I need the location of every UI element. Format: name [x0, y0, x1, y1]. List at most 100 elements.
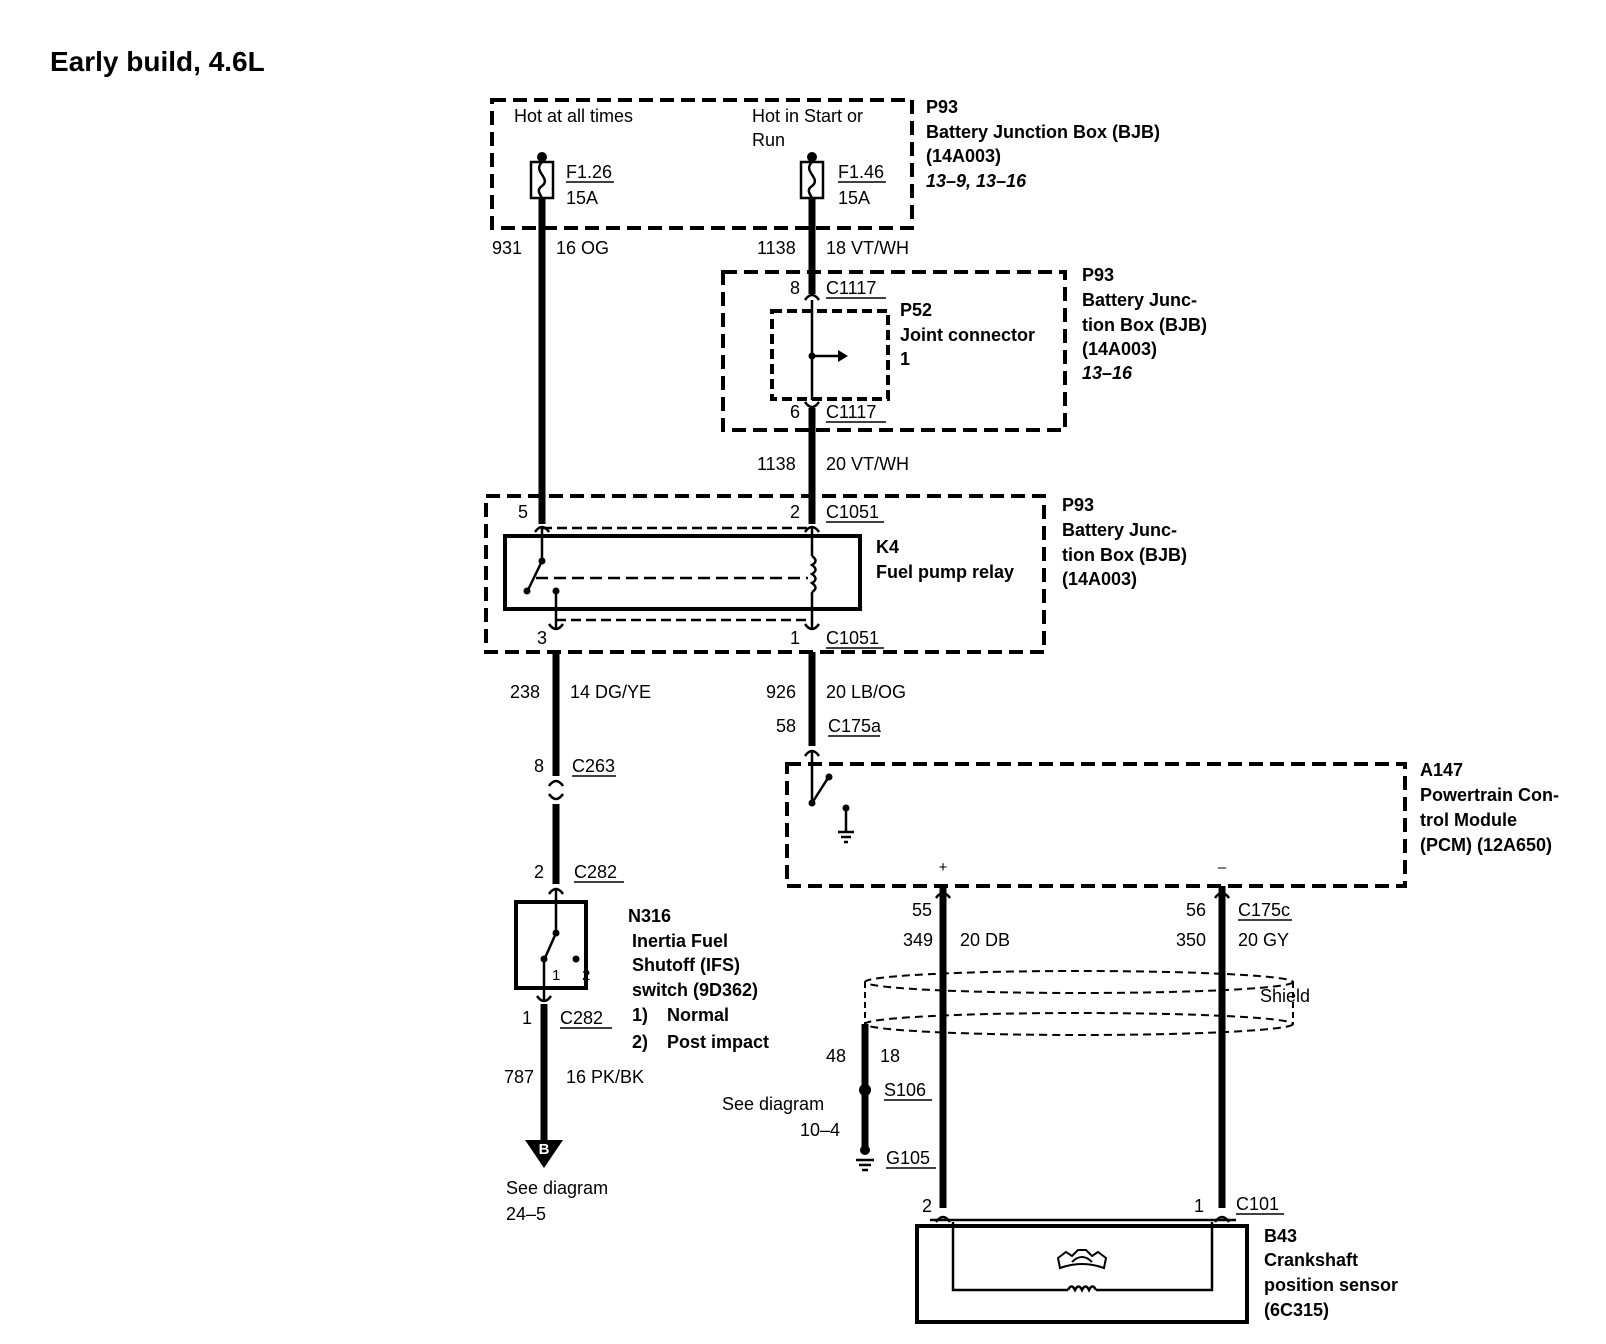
bjb-top-box [490, 98, 914, 230]
fuse-f126-icon [529, 152, 555, 200]
ifs-pos-1: 1 [552, 967, 560, 984]
pcm-c175a-connector-icon [803, 749, 821, 757]
bjb-mid-name-1: Battery Junc- [1082, 290, 1197, 310]
ifs-pin-top: 2 [534, 862, 544, 882]
ifs-name-3: switch (9D362) [632, 980, 758, 1000]
hot-in-start-label-1: Hot in Start or [752, 106, 863, 126]
fuel-pump-relay-body [503, 534, 862, 611]
c1117-top-conn: C1117 [826, 278, 876, 298]
relay-pin1-connector-icon [803, 623, 821, 631]
bjb-mid-name-2: tion Box (BJB) [1082, 315, 1207, 335]
ifs-name-1: Inertia Fuel [632, 931, 728, 951]
ifs-pin-bottom: 1 [522, 1008, 532, 1028]
ckp-conn-c101: C101 [1236, 1194, 1279, 1214]
fuse-f126-id: F1.26 [566, 162, 612, 182]
ref-b-letter: B [539, 1141, 550, 1158]
ckp-pin-2: 2 [922, 1196, 932, 1216]
wire-926-number: 926 [766, 682, 796, 702]
wire-1138-upper-spec: 18 VT/WH [826, 238, 909, 258]
ifs-switch-arm-icon [543, 932, 558, 959]
wire-48-number: 48 [826, 1046, 846, 1066]
ref-b-arrow-icon [525, 1140, 563, 1168]
wire-350-number: 350 [1176, 930, 1206, 950]
joint-connector-box [770, 309, 890, 401]
page-title: Early build, 4.6L [50, 46, 265, 77]
ckp-part: (6C315) [1264, 1300, 1329, 1320]
bjb-mid-ref: 13–16 [1082, 363, 1133, 383]
ckp-trigger-wheel-icon [1056, 1249, 1108, 1270]
joint-connector-id: P52 [900, 300, 932, 320]
connector-c1117-top-icon [803, 293, 821, 301]
ground-g105: G105 [886, 1148, 930, 1168]
bjb-mid-box [721, 270, 1067, 432]
pcm-conn-c175c: C175c [1238, 900, 1290, 920]
wire-1138-lower-spec: 20 VT/WH [826, 454, 909, 474]
pcm-conn-c175a: C175a [828, 716, 882, 736]
pcm-ground-icon [838, 804, 854, 844]
bjb-relay-id: P93 [1062, 495, 1094, 515]
ifs-legend-2-n: 2) [632, 1032, 648, 1052]
c263-conn: C263 [572, 756, 615, 776]
fuse-f146-amp: 15A [838, 188, 870, 208]
ckp-coil-icon [1066, 1285, 1098, 1293]
splice-s106-icon [859, 1084, 871, 1096]
wire-931-spec: 16 OG [556, 238, 609, 258]
ifs-bottom-connector-icon [535, 995, 553, 1003]
pcm-minus-label: – [1218, 859, 1227, 876]
fuse-f146-id: F1.46 [838, 162, 884, 182]
ckp-name-1: Crankshaft [1264, 1250, 1358, 1270]
pcm-pin-55: 55 [912, 900, 932, 920]
relay-pin-1: 1 [790, 628, 800, 648]
relay-name: Fuel pump relay [876, 562, 1014, 582]
ifs-switch-body [514, 900, 588, 990]
hot-in-start-label-2: Run [752, 130, 785, 150]
pcm-pin-58: 58 [776, 716, 796, 736]
joint-connector-name: Joint connector [900, 325, 1035, 345]
ifs-top-connector-icon [547, 887, 565, 895]
bjb-mid-part: (14A003) [1082, 339, 1157, 359]
bjb-top-id: P93 [926, 97, 958, 117]
pcm-box [785, 762, 1407, 888]
ref-b-ref: 24–5 [506, 1204, 546, 1224]
relay-pin-3: 3 [537, 628, 547, 648]
wire-350-spec: 20 GY [1238, 930, 1289, 950]
ckp-id: B43 [1264, 1226, 1297, 1246]
pcm-pin-56: 56 [1186, 900, 1206, 920]
ground-see: See diagram [722, 1094, 824, 1114]
connector-c263-icon [547, 779, 565, 787]
fuse-f126-amp: 15A [566, 188, 598, 208]
ckp-sensor-body [915, 1224, 1249, 1324]
bjb-mid-id: P93 [1082, 265, 1114, 285]
relay-id: K4 [876, 537, 899, 557]
ifs-legend-1-n: 1) [632, 1005, 648, 1025]
ref-b-see: See diagram [506, 1178, 608, 1198]
c263-pin: 8 [534, 756, 544, 776]
joint-arrow-icon [838, 350, 848, 362]
ifs-pos-2: 2 [582, 967, 590, 984]
ckp-pin1-connector-icon [1213, 1215, 1231, 1223]
bjb-top-part: (14A003) [926, 146, 1001, 166]
hot-at-all-times-label: Hot at all times [514, 106, 633, 126]
ground-g105-icon [856, 1145, 874, 1172]
c1117-bottom-conn: C1117 [826, 402, 876, 422]
bjb-relay-name-2: tion Box (BJB) [1062, 545, 1187, 565]
shield-icon [864, 970, 1294, 1036]
ckp-pin2-connector-icon [934, 1215, 952, 1223]
relay-switch-arm-icon [526, 560, 544, 591]
wire-1138-upper-number: 1138 [757, 238, 796, 258]
bjb-top-name: Battery Junction Box (BJB) [926, 122, 1160, 142]
shield-label: Shield [1260, 986, 1310, 1006]
relay-pin3-connector-icon [547, 623, 565, 631]
wire-349-spec: 20 DB [960, 930, 1010, 950]
relay-pin-5: 5 [518, 502, 528, 522]
wire-1138-lower-number: 1138 [757, 454, 796, 474]
relay-conn-top: C1051 [826, 502, 879, 522]
c1117-top-pin: 8 [790, 278, 800, 298]
relay-conn-bottom: C1051 [826, 628, 879, 648]
wire-238-spec: 14 DG/YE [570, 682, 651, 702]
bjb-relay-box [484, 494, 1046, 654]
ifs-conn-bottom: C282 [560, 1008, 603, 1028]
relay-pin2-connector-icon [803, 525, 821, 533]
pcm-name-1: Powertrain Con- [1420, 785, 1559, 805]
